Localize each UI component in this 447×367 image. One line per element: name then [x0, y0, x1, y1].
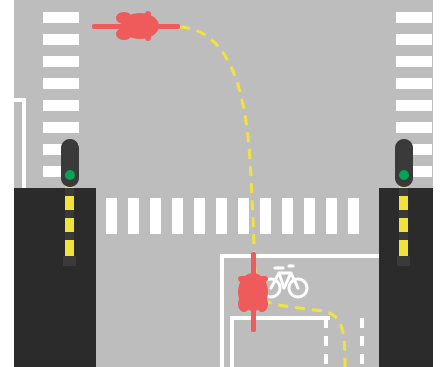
signal-pole-right	[399, 176, 408, 264]
bike-box-lines	[220, 254, 379, 367]
signal-pole-left-stripes	[65, 188, 74, 196]
crosswalk-center	[106, 198, 359, 234]
bicycle-marking-icon	[260, 264, 309, 299]
signal-light-left	[65, 170, 75, 180]
sidewalk-left	[14, 188, 96, 367]
traffic-signal-right-icon	[395, 139, 413, 266]
signal-light-right	[399, 170, 409, 180]
left-curb-line	[14, 98, 26, 188]
cyclist-route-path	[179, 25, 347, 367]
crosswalk-right	[396, 12, 432, 177]
signal-pole-left	[65, 176, 74, 264]
cyclist-turning-icon	[238, 252, 268, 332]
traffic-signal-left-icon	[61, 139, 79, 266]
cyclist-start-icon	[92, 11, 180, 41]
